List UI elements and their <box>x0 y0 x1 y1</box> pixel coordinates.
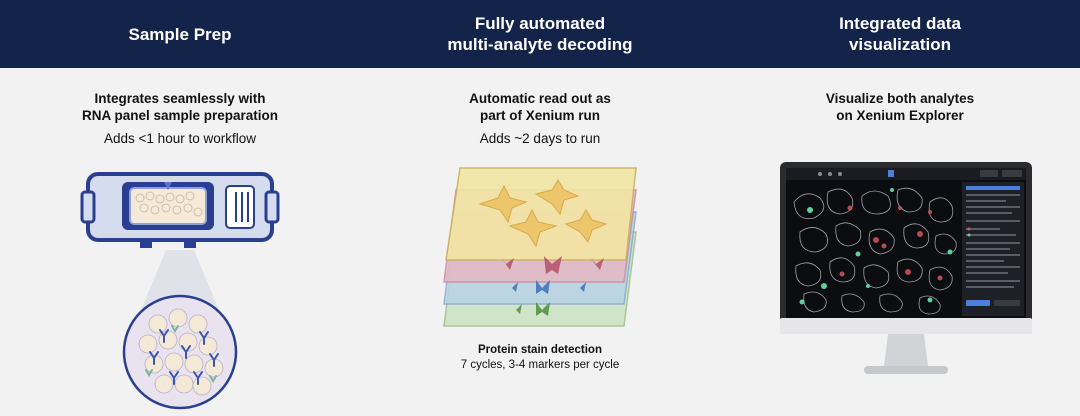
sample-prep-subtitle: Adds <1 hour to workflow <box>104 131 256 146</box>
decoding-subtitle: Adds ~2 days to run <box>479 131 601 146</box>
header-visualization: Integrated data visualization <box>839 14 961 54</box>
visualization-column: Visualize both analytes on Xenium Explor… <box>720 68 1080 410</box>
decoding-column: Automatic read out as part of Xenium run… <box>360 68 720 410</box>
protein-stain-layers-illustration <box>443 167 637 327</box>
visualization-title: Visualize both analytes on Xenium Explor… <box>825 91 975 123</box>
header-decoding: Fully automated multi-analyte decoding <box>447 14 633 54</box>
sample-prep-column: Integrates seamlessly with RNA panel sam… <box>0 68 360 410</box>
sample-prep-title: Integrates seamlessly with RNA panel sam… <box>81 91 279 123</box>
header-band: Sample Prep Fully automated multi-analyt… <box>0 0 1080 68</box>
slide-cassette-illustration <box>80 172 280 248</box>
header-sample-prep: Sample Prep <box>128 24 232 44</box>
tissue-zoom-illustration <box>122 250 238 410</box>
monitor-illustration <box>780 162 1032 374</box>
protein-stain-caption-detail: 7 cycles, 3-4 markers per cycle <box>460 359 620 371</box>
protein-stain-caption-title: Protein stain detection <box>478 344 602 356</box>
decoding-title: Automatic read out as part of Xenium run <box>469 91 611 123</box>
